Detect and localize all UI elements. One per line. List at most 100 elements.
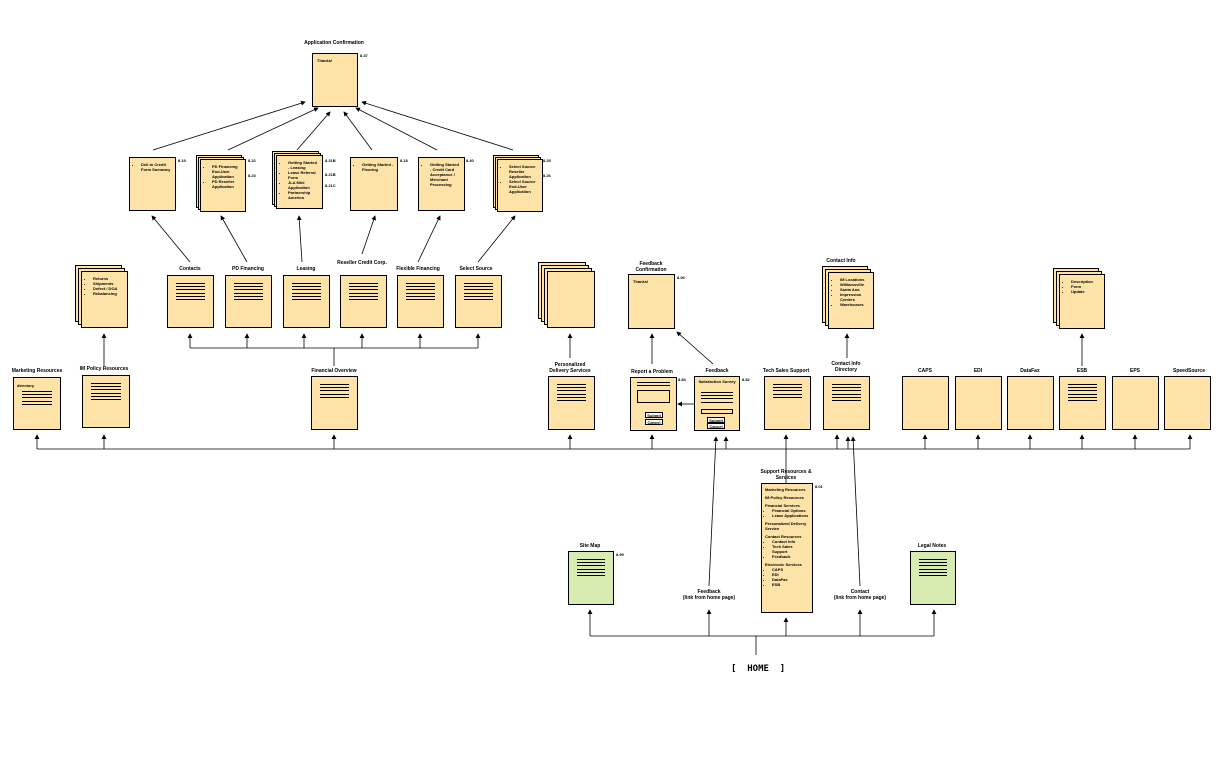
support-num: 8.01 [815,484,823,489]
flooring-page[interactable]: Getting Started - Flooring [350,157,398,211]
datafax-label: DataFax [1020,368,1040,374]
support-page[interactable]: Marketing Resources IM Policy Resources … [761,483,813,613]
page-num: 8.23 [248,173,256,178]
im-policy-label: IM Policy Resources [79,366,129,372]
personalized-delivery-label: Personalized Delivery Services [549,362,591,374]
support-section-title: Contact Resources [765,534,802,539]
personalized-delivery-stack[interactable] [538,262,596,329]
app-item: Getting Started - Leasing [288,160,319,170]
marketing-resources-label: Marketing Resources [11,368,63,374]
contact-info-label: Contact Info [826,258,856,264]
support-section-title: Financial Services [765,503,800,508]
leasing-app-stack[interactable]: Getting Started - Leasing Lease Referral… [272,151,325,211]
leasing-page[interactable] [283,275,330,328]
support-item: Contact Info [772,539,809,544]
legal-notes-label: Legal Notes [917,543,947,549]
app-confirmation-label: Application Confirmation [304,40,364,46]
app-confirmation-page[interactable]: Thanks! [312,53,358,107]
contact-link-title: Contact [850,589,870,595]
site-map-page[interactable] [568,551,614,605]
support-item: Feedback [772,554,809,559]
contact-item: IM Locations [840,277,870,282]
datafax-page[interactable] [1007,376,1054,430]
report-problem-label: Report a Problem [631,369,673,375]
im-policy-page[interactable] [82,375,130,428]
page-num: 8.25 [543,158,551,163]
flexible-financing-page[interactable] [397,275,444,328]
contact-link-sub: (link from home page) [833,595,887,601]
im-policy-stack[interactable]: Returns Shipments Defect / DOA Rebalanci… [75,265,131,329]
page-num: 8.19 [178,158,186,163]
feedback-confirmation-text: Thanks! [633,279,649,284]
app-item: PD Financing End-User Application [212,164,242,179]
home-node[interactable]: [ HOME ] [731,664,786,674]
financial-overview-label: Financial Overview [311,368,357,374]
esb-item: Update [1071,289,1101,294]
feedback-link-sub: (link from home page) [682,595,736,601]
pd-financing-app-stack[interactable]: PD Financing End-User Application PD Res… [196,155,246,212]
report-problem-num: 8.83 [678,377,686,382]
contact-info-stack[interactable]: IM Locations Williamsville Santa Ana Imp… [822,266,874,329]
report-problem-page[interactable]: Submit Cancel [630,377,677,431]
speedsource-label: SpeedSource [1173,368,1205,374]
select-source-app-stack[interactable]: Select Source Reseller Application Selec… [493,155,544,212]
support-section-title: Marketing Resources [765,487,806,492]
survey-field[interactable] [701,409,733,414]
contacts-page[interactable] [167,275,214,328]
personalized-delivery-page[interactable] [548,376,595,430]
edi-label: EDI [973,368,983,374]
esb-stack[interactable]: Description Form Update [1053,268,1106,329]
caps-label: CAPS [918,368,932,374]
policy-item: Returns [93,276,124,281]
esb-page[interactable] [1059,376,1106,430]
support-item: Tech Sales Support [772,544,809,554]
legal-notes-page[interactable] [910,551,956,605]
speedsource-page[interactable] [1164,376,1211,430]
tech-sales-page[interactable] [764,376,811,430]
reseller-credit-page[interactable] [340,275,387,328]
eps-page[interactable] [1112,376,1159,430]
feedback-num: 8.82 [742,377,750,382]
problem-textarea[interactable] [637,390,670,403]
app-confirmation-num: 8.37 [360,53,368,58]
edi-page[interactable] [955,376,1002,430]
policy-item: Rebalancing [93,291,124,296]
contact-item: Williamsville [840,282,870,287]
feedback-confirmation-num: 8.06 [677,275,685,280]
pd-financing-page[interactable] [225,275,272,328]
support-item: EDI [772,572,809,577]
dell-credit-form-page[interactable]: Dell to Credit Form Summary [129,157,176,211]
feedback-link-label[interactable]: Feedback (link from home page) [676,589,742,601]
esb-label: ESB [1076,368,1088,374]
fin-child-label: Flexible Financing [396,266,440,272]
page-num: 8.26 [543,173,551,178]
contact-item: Santa Ana [840,287,870,292]
contact-item: Warehouses [840,302,870,307]
feedback-confirmation-page[interactable]: Thanks! [628,274,675,329]
support-section-title: IM Policy Resources [765,495,804,500]
page-num: 8.40 [466,158,474,163]
caps-page[interactable] [902,376,949,430]
fin-child-label: Select Source [459,266,493,272]
feedback-page[interactable]: Satisfaction Survey Submit Cancel [694,376,740,431]
support-section-title: Personalized Delivery Service [765,521,807,531]
financial-overview-page[interactable] [311,376,358,430]
support-label: Support Resources & Services [760,469,812,481]
app-item: JLA Mini Application [288,180,319,190]
select-source-page[interactable] [455,275,502,328]
report-submit-button[interactable]: Submit [645,412,663,418]
marketing-resources-page[interactable]: directory [13,377,61,430]
app-item: PD Reseller Application [212,179,242,189]
contact-link-label[interactable]: Contact (link from home page) [827,589,893,601]
contact-directory-page[interactable] [823,376,870,430]
page-num: 8.21B [325,158,336,163]
marketing-resources-text: directory [17,383,35,388]
app-item: Lease Referral Form [288,170,319,180]
app-item: Getting Started - Credit Card Acceptance… [430,162,461,187]
feedback-submit-button[interactable]: Submit [707,417,725,423]
feedback-cancel-button[interactable]: Cancel [707,423,725,429]
support-item: ESB [772,582,809,587]
report-cancel-button[interactable]: Cancel [645,419,663,425]
credit-card-page[interactable]: Getting Started - Credit Card Acceptance… [418,157,465,211]
